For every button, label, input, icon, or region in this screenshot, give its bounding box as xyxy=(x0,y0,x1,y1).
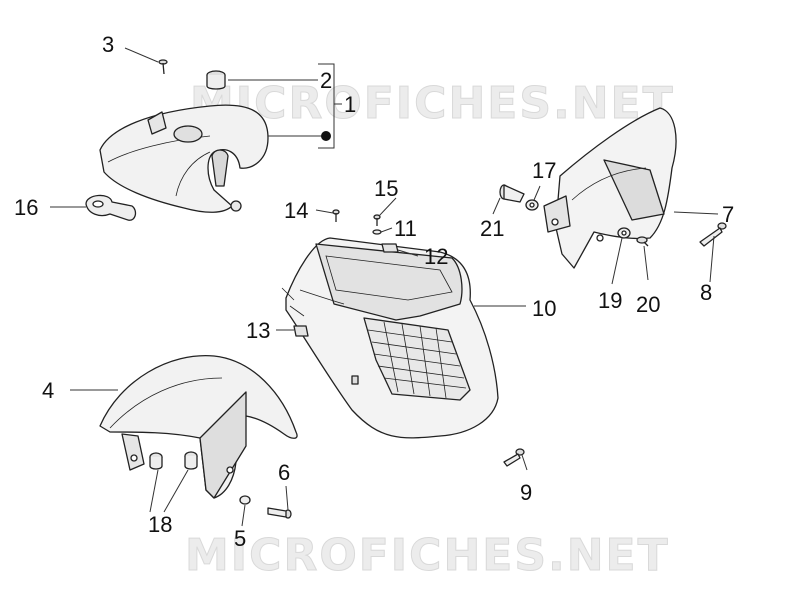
callout-17: 17 xyxy=(532,158,556,183)
part-8-screw xyxy=(699,222,727,247)
watermark-top: MICROFICHES.NET xyxy=(190,78,675,129)
part-5-washer xyxy=(239,495,251,505)
callout-14: 14 xyxy=(284,198,308,223)
part-13-clip xyxy=(293,325,309,337)
callout-19: 19 xyxy=(598,288,622,313)
callout-10: 10 xyxy=(532,296,556,321)
part-16-bracket xyxy=(85,194,137,221)
callout-11: 11 xyxy=(394,216,417,241)
part-4-front-mudguard xyxy=(99,354,298,499)
part-14-screw xyxy=(332,209,340,222)
part-21-bolt xyxy=(499,184,525,203)
callout-5: 5 xyxy=(234,526,246,551)
part-19-washer xyxy=(617,227,631,239)
callout-labels: 3 2 1 16 4 18 5 6 14 15 11 12 13 10 9 21… xyxy=(14,32,734,551)
part-10-compartment xyxy=(281,237,499,439)
part-17-washer xyxy=(525,199,539,211)
callout-15: 15 xyxy=(374,176,398,201)
callout-4: 4 xyxy=(42,378,54,403)
callout-13: 13 xyxy=(246,318,270,343)
callout-18: 18 xyxy=(148,512,172,537)
callout-20: 20 xyxy=(636,292,660,317)
part-1-inner-shield xyxy=(99,104,269,213)
callout-3: 3 xyxy=(102,32,114,57)
part-2-grommet xyxy=(206,70,226,90)
callout-2: 2 xyxy=(320,68,332,93)
callout-21: 21 xyxy=(480,216,504,241)
part-11-washer xyxy=(372,229,382,235)
callout-6: 6 xyxy=(278,460,290,485)
callout-8: 8 xyxy=(700,280,712,305)
part-9-screw xyxy=(503,448,525,467)
part-10-grille-lines xyxy=(367,321,467,399)
callout-9: 9 xyxy=(520,480,532,505)
watermark-bottom: MICROFICHES.NET xyxy=(185,530,670,581)
callout-16: 16 xyxy=(14,195,38,220)
part-3-screw xyxy=(158,59,168,75)
callout-12: 12 xyxy=(424,244,448,269)
part-18-grommets xyxy=(149,451,198,470)
part-1-dot xyxy=(321,131,331,141)
part-15-screw xyxy=(373,214,381,226)
callout-1: 1 xyxy=(344,92,356,117)
callout-7: 7 xyxy=(722,202,734,227)
part-12-clip xyxy=(381,243,399,253)
part-6-screw xyxy=(267,507,292,519)
part-20-bolt xyxy=(636,236,649,247)
part-7-rear-hugger xyxy=(543,107,677,269)
leader-lines xyxy=(50,47,719,527)
